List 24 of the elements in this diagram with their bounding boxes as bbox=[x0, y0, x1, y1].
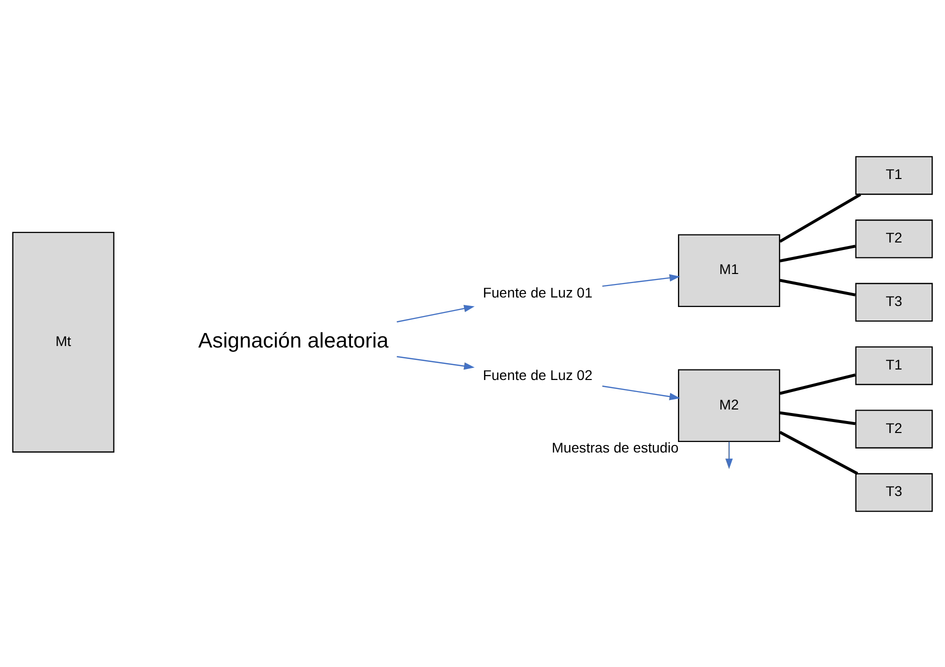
node-box: T3 bbox=[855, 472, 933, 512]
connector bbox=[779, 430, 858, 474]
arrow bbox=[396, 304, 475, 322]
node-box: M2 bbox=[678, 368, 780, 442]
arrow bbox=[725, 441, 733, 469]
node-box: T1 bbox=[855, 346, 933, 385]
arrow bbox=[602, 385, 680, 400]
connector bbox=[780, 244, 856, 262]
arrow bbox=[396, 356, 475, 370]
node-box: M1 bbox=[678, 234, 780, 306]
node-text: Asignación aleatoria bbox=[198, 328, 389, 352]
connector bbox=[779, 192, 862, 242]
node-box: T1 bbox=[855, 156, 933, 194]
connector bbox=[780, 278, 856, 296]
connector bbox=[780, 372, 856, 394]
node-box: T3 bbox=[855, 282, 933, 322]
node-box: T2 bbox=[855, 219, 933, 258]
node-text: Fuente de Luz 02 bbox=[482, 366, 592, 382]
connector bbox=[780, 410, 856, 425]
arrow bbox=[602, 274, 680, 286]
node-box: Mt bbox=[12, 231, 114, 452]
node-box: T2 bbox=[855, 409, 933, 448]
node-label: Muestras de estudio bbox=[552, 439, 679, 456]
node-text: Fuente de Luz 01 bbox=[482, 284, 592, 300]
